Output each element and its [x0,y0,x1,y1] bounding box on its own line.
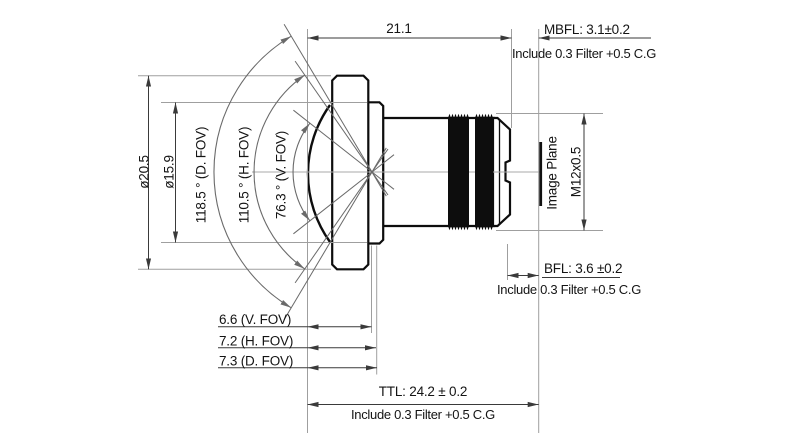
fisheye-dome [306,104,331,243]
fov-angle-arcs [213,35,311,309]
dim-label-bfl: BFL: 3.6 ±0.2 [544,261,622,276]
dim-label-flange-dia: ø15.9 [162,155,177,189]
thread-band-1 [448,113,469,231]
dimension-lines [145,35,651,408]
thread-bands [448,113,493,231]
note-mbfl: Include 0.3 Filter +0.5 C.G [512,46,656,61]
angle-label-dfov: 118.5 ° (D. FOV) [194,127,209,223]
image-plane-label: Image Plane [545,136,560,210]
vfov-ray-upper [293,109,395,190]
dim-label-outer-dia: ø20.5 [137,155,152,189]
image-plane-bar [539,142,543,206]
labels: 21.1 MBFL: 3.1±0.2 Include 0.3 Filter +0… [137,21,657,422]
thread-band-2 [475,113,493,231]
dim-label-mbfl: MBFL: 3.1±0.2 [544,22,630,37]
note-bfl: Include 0.3 Filter +0.5 C.G [497,282,641,297]
angle-label-hfov: 110.5 ° (H. FOV) [237,127,252,223]
dim-label-vfov-width: 6.6 (V. FOV) [219,312,291,327]
dim-label-21-1: 21.1 [386,21,411,36]
dim-label-ttl: TTL: 24.2 ± 0.2 [379,384,467,399]
fov-rays [283,23,395,321]
dim-label-dfov-width: 7.3 (D. FOV) [219,354,293,369]
dim-label-hfov-width: 7.2 (H. FOV) [219,334,293,349]
vfov-ray-lower [293,154,395,235]
dfov-arc [213,35,292,309]
angle-label-vfov: 76.3 ° (V. FOV) [274,131,289,219]
dfov-ray-upper [283,23,387,197]
dfov-ray-lower [283,147,387,321]
thread-spec-label: M12x0.5 [569,147,584,197]
note-ttl: Include 0.3 Filter +0.5 C.G [351,407,495,422]
